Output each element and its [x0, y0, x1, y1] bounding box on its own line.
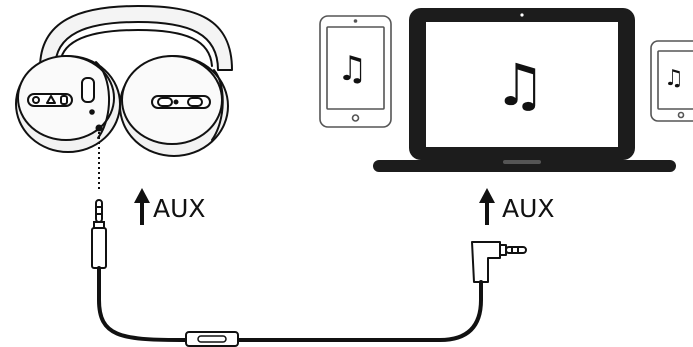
remote-button — [197, 335, 227, 343]
laptop — [373, 8, 676, 172]
laptop-base — [373, 160, 676, 172]
left-button-2 — [46, 95, 56, 104]
headphones — [15, 5, 233, 157]
left-button-3 — [60, 95, 68, 105]
right-led — [173, 99, 179, 105]
left-side-switch — [81, 77, 95, 103]
right-tablet-home-button — [677, 111, 685, 119]
music-note-icon: ♫ — [494, 51, 546, 119]
left-button-1 — [32, 96, 40, 104]
left-led — [89, 109, 95, 115]
aux-label-right: AUX — [502, 194, 555, 223]
music-note-icon: ♫ — [664, 66, 684, 91]
headband-inner — [59, 29, 213, 67]
left-plug-housing — [91, 227, 107, 269]
right-plug-housing — [471, 241, 501, 283]
left-tablet — [319, 15, 392, 128]
right-tablet — [650, 40, 693, 122]
laptop-camera — [520, 13, 524, 17]
left-tablet-camera — [353, 19, 358, 23]
right-tablet-screen — [657, 50, 693, 110]
laptop-base-notch — [503, 160, 541, 164]
aux-cable — [97, 266, 207, 342]
right-button-1 — [157, 97, 173, 107]
aux-right-arrow-icon — [479, 188, 495, 225]
laptop-screen — [426, 22, 618, 147]
left-tablet-home-button — [351, 114, 360, 122]
aux-label-left: AUX — [153, 194, 206, 223]
headband — [39, 5, 233, 71]
aux-cable-right — [236, 280, 483, 342]
right-button-2 — [187, 97, 203, 107]
right-aux-plug — [471, 241, 527, 283]
music-note-icon: ♫ — [337, 49, 368, 89]
left-plug-tip — [95, 199, 103, 223]
left-aux-plug — [91, 199, 107, 269]
headphone-aux-port — [95, 124, 103, 132]
aux-left-arrow-icon — [134, 188, 150, 225]
right-earcup-side — [211, 69, 224, 141]
left-tablet-screen — [326, 26, 385, 110]
right-plug-tip — [505, 246, 527, 254]
left-earcup-side — [95, 61, 110, 139]
